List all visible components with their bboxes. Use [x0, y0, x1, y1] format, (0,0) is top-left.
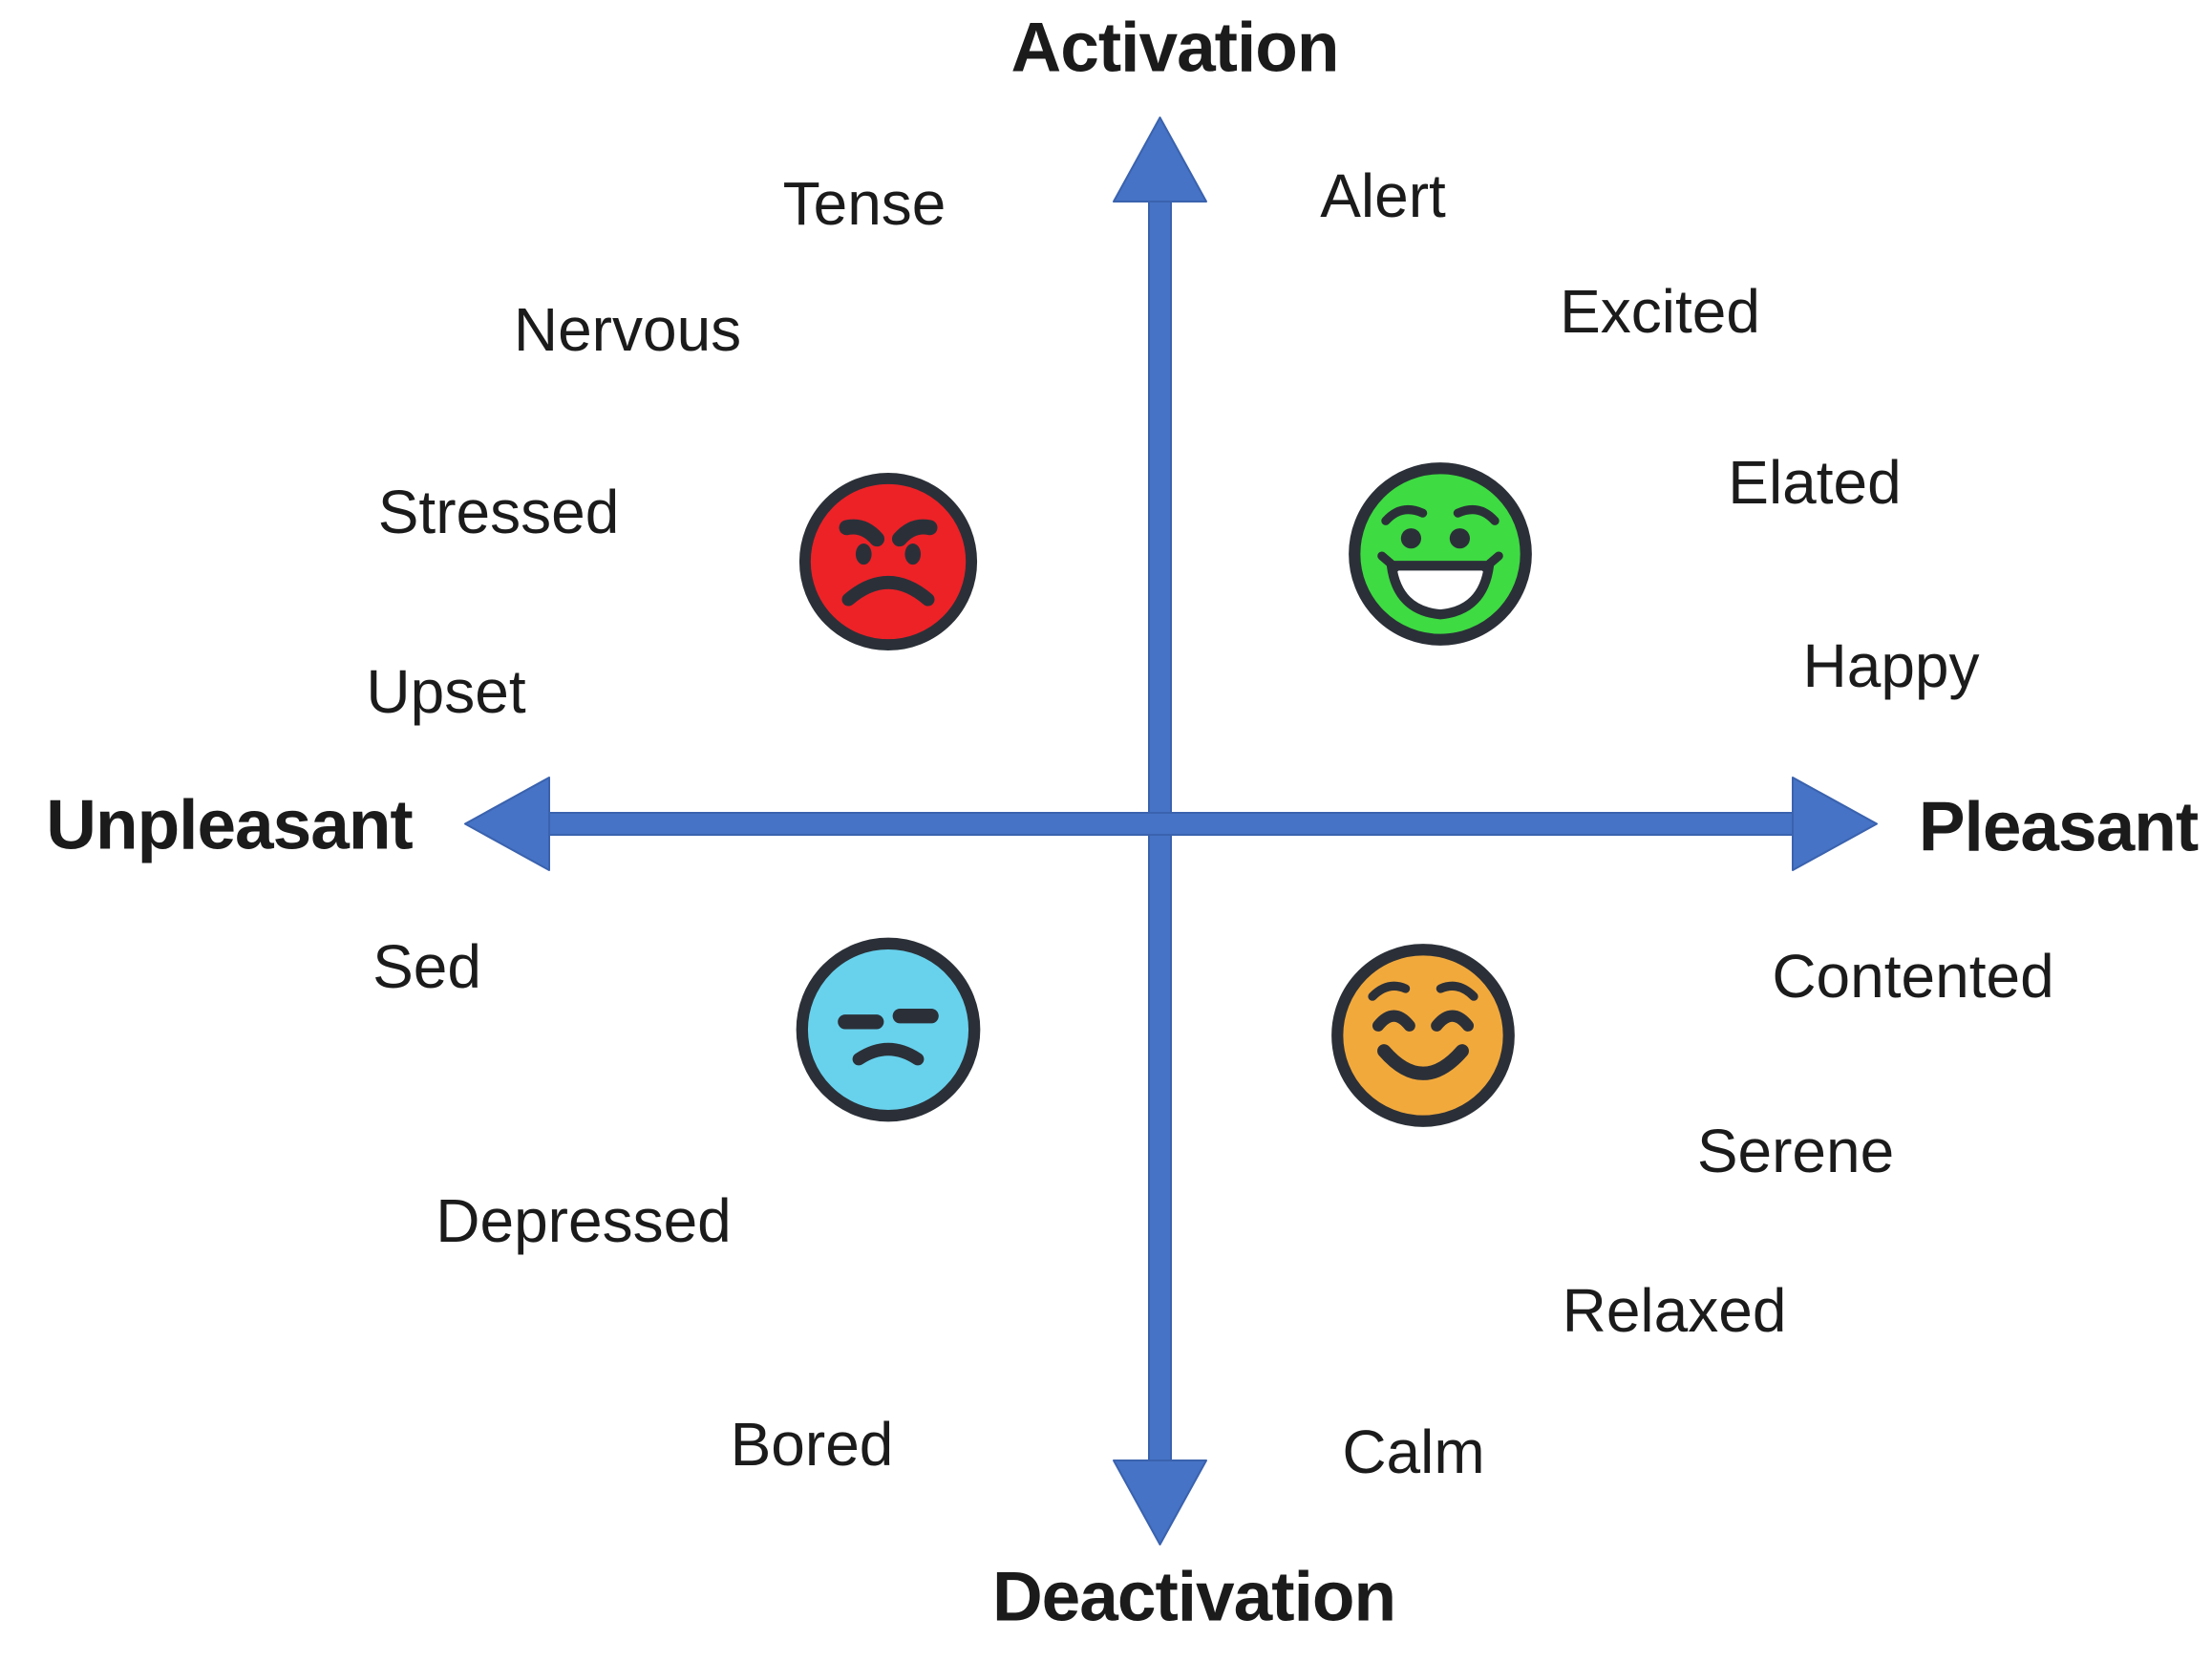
emotion-label-stressed: Stressed — [377, 478, 620, 546]
emotion-label-serene: Serene — [1696, 1117, 1895, 1185]
emotion-label-tense: Tense — [782, 169, 946, 238]
angry-face-icon — [798, 472, 978, 651]
axis-label-unpleasant: Unpleasant — [46, 786, 413, 864]
horizontal-axis-arrow — [464, 777, 1878, 871]
up-arrowhead-icon — [1113, 117, 1207, 202]
emotion-label-happy: Happy — [1802, 631, 1980, 700]
left-arrowhead-icon — [464, 777, 550, 871]
emotion-label-contented: Contented — [1772, 942, 2054, 1011]
relieved-face-icon — [1331, 944, 1515, 1127]
axis-label-activation: Activation — [1010, 9, 1340, 87]
axis-label-pleasant: Pleasant — [1918, 788, 2199, 866]
unamused-face-icon — [796, 937, 981, 1122]
emotion-label-excited: Excited — [1560, 277, 1760, 346]
emotion-label-depressed: Depressed — [436, 1186, 732, 1255]
emotion-label-calm: Calm — [1342, 1417, 1485, 1486]
emotion-label-nervous: Nervous — [513, 295, 742, 364]
grinning-face-icon — [1349, 462, 1532, 646]
emotion-label-elated: Elated — [1728, 448, 1902, 517]
emotion-label-sed: Sed — [372, 932, 481, 1001]
down-arrowhead-icon — [1113, 1460, 1207, 1545]
axis-label-deactivation: Deactivation — [991, 1558, 1396, 1636]
emotion-label-bored: Bored — [730, 1410, 894, 1479]
emotion-label-relaxed: Relaxed — [1562, 1276, 1787, 1345]
right-arrowhead-icon — [1792, 777, 1878, 871]
emotion-label-alert: Alert — [1320, 161, 1446, 230]
emotion-label-upset: Upset — [366, 657, 526, 726]
